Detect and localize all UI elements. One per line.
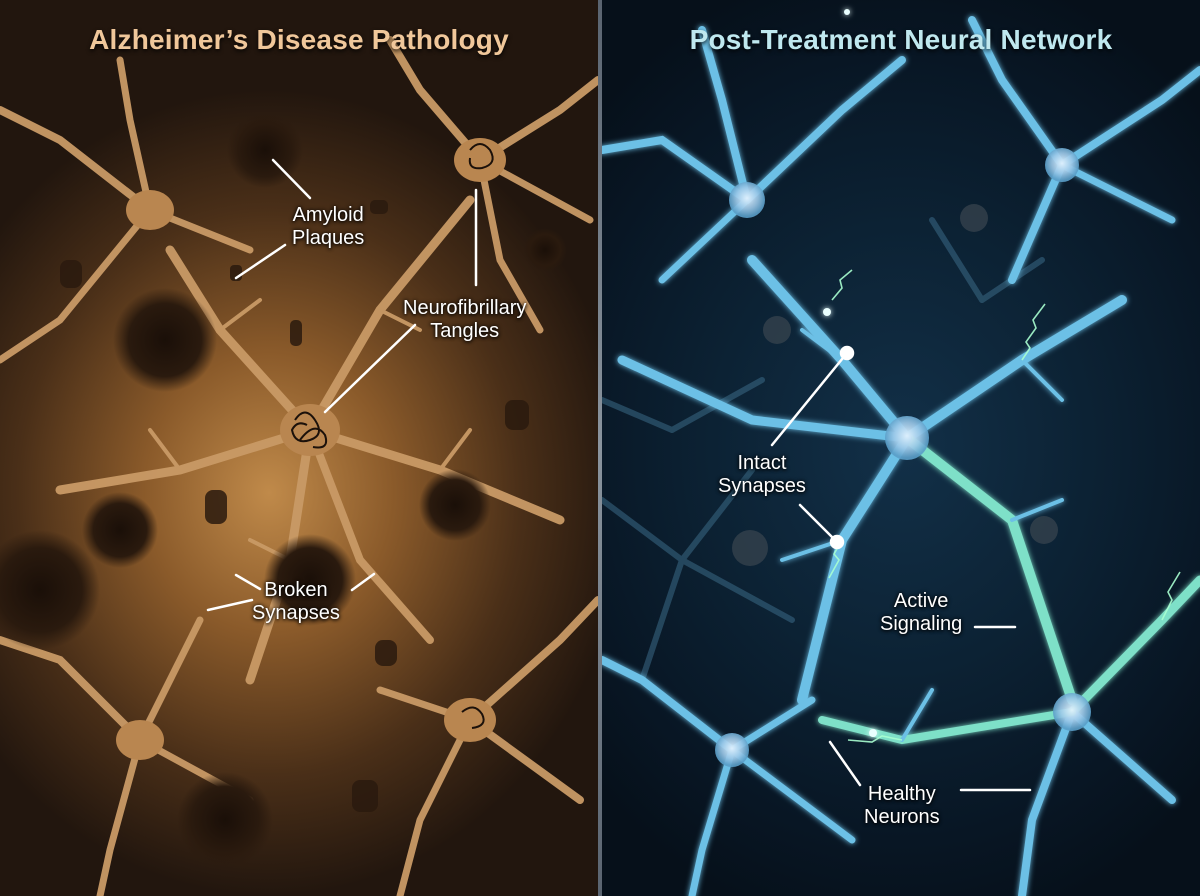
healthy-neurons-illustration [602,9,1200,896]
right-callout-lines [770,345,1032,792]
post-treatment-panel: Post-Treatment Neural Network Intact Syn… [602,0,1200,896]
alzheimers-pathology-panel: Alzheimer’s Disease Pathology Amyloid Pl… [0,0,598,896]
right-panel-title: Post-Treatment Neural Network [689,24,1113,55]
left-callout-lines [206,158,478,612]
left-panel-title: Alzheimer’s Disease Pathology [89,24,509,55]
healthy-neurons-callout-line [828,740,862,787]
tangles-callout-line-2 [323,323,417,414]
diseased-neurons-illustration [0,36,598,896]
synapse-marker-icon [829,534,845,550]
broken-synapses-label: Broken Synapses [252,579,340,624]
broken-callout-line-3 [350,572,376,592]
synapse-marker-icon [839,345,855,361]
neurofibrillary-tangles-label: Neurofibrillary Tangles [403,297,527,342]
intact-callout-line-2 [798,503,839,544]
broken-callout-line-2 [206,598,254,612]
broken-callout-line [234,573,262,591]
amyloid-callout-line [271,158,312,200]
amyloid-plaques-label: Amyloid Plaques [292,204,365,249]
active-signaling-label: Active Signaling [880,590,963,635]
healthy-neurons-label: Healthy Neurons [864,783,940,828]
amyloid-callout-line-2 [234,243,287,280]
intact-callout-line [770,351,849,447]
intact-synapses-label: Intact Synapses [718,452,806,497]
panel-divider [598,0,602,896]
